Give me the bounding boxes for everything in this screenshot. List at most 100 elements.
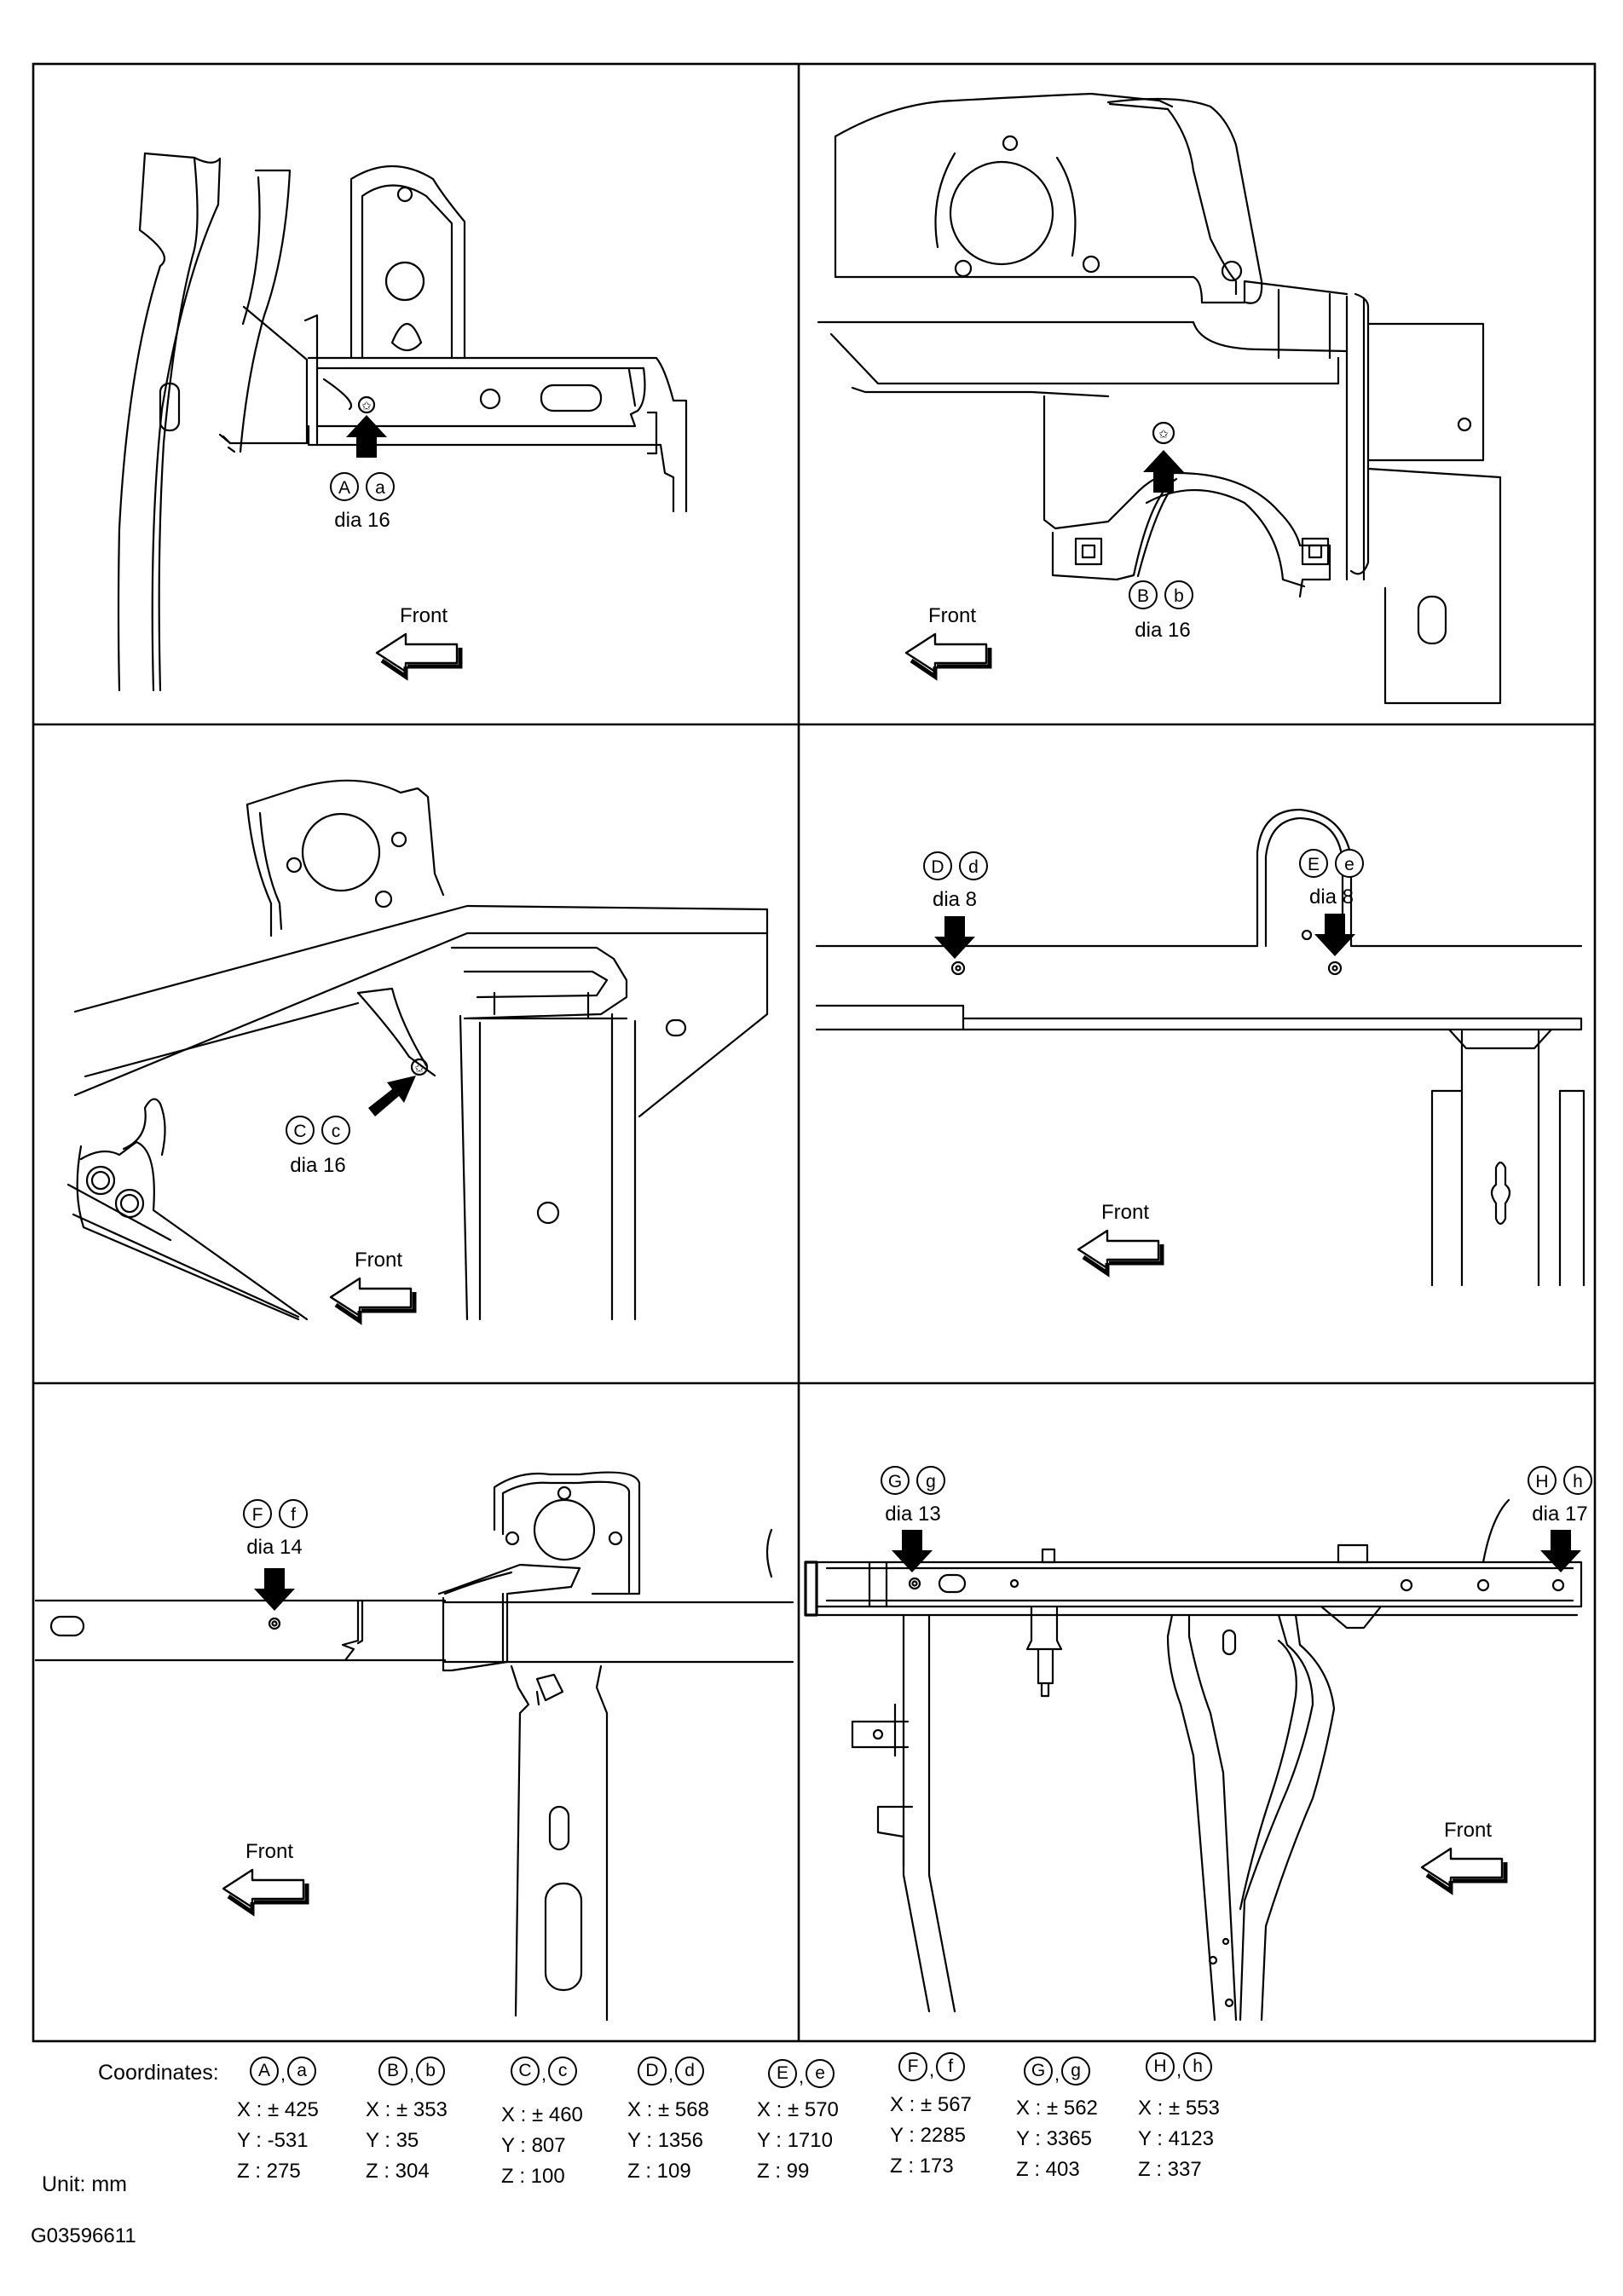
front-arrow-icon bbox=[906, 634, 990, 677]
coord-f-z: Z : 173 bbox=[890, 2155, 954, 2178]
front-arrow-icon bbox=[1422, 1849, 1505, 1891]
coordinate-label-f: F,f bbox=[898, 2052, 967, 2081]
coordinate-label-e: E,e bbox=[768, 2059, 836, 2088]
location-arrow-b bbox=[1143, 450, 1184, 493]
panel-d-letter-upper: D bbox=[931, 857, 944, 877]
panel-a-diameter: dia 16 bbox=[334, 509, 390, 532]
panel-b-letter-lower: b bbox=[1174, 586, 1184, 606]
panel-d-label: D d dia 8 bbox=[923, 851, 988, 911]
front-arrow-icon bbox=[377, 634, 460, 677]
panel-b-drawing: ✩ bbox=[817, 92, 1502, 705]
coord-c-upper: C bbox=[511, 2057, 540, 2085]
panel-e-diameter: dia 8 bbox=[1309, 886, 1354, 909]
coord-d-upper: D bbox=[638, 2057, 667, 2085]
front-arrow-icon bbox=[1078, 1231, 1162, 1273]
coord-c-lower: c bbox=[548, 2057, 578, 2085]
panel-e-letter-lower: e bbox=[1344, 855, 1354, 874]
coord-e-z: Z : 99 bbox=[757, 2160, 810, 2183]
panel-c-label: C c dia 16 Front bbox=[286, 1116, 414, 1321]
unit-label: Unit: mm bbox=[42, 2172, 127, 2196]
panel-g-h-drawing bbox=[804, 1498, 1583, 2022]
figure-id: G03596611 bbox=[31, 2224, 136, 2247]
panel-d-letter-lower: d bbox=[968, 857, 979, 877]
coordinate-label-d: D,d bbox=[638, 2057, 706, 2085]
panel-g-letter-upper: G bbox=[888, 1472, 902, 1491]
location-arrow-f bbox=[254, 1568, 295, 1611]
panel-f-drawing bbox=[34, 1471, 794, 2022]
coord-b-y: Y : 35 bbox=[366, 2129, 419, 2152]
coord-d-z: Z : 109 bbox=[627, 2160, 691, 2183]
panel-b-letter-upper: B bbox=[1137, 586, 1149, 606]
panel-b-label: B b dia 16 Front bbox=[906, 580, 1193, 677]
coordinate-label-h: H,h bbox=[1146, 2052, 1214, 2081]
coord-f-y: Y : 2285 bbox=[890, 2124, 966, 2147]
coord-a-lower: a bbox=[287, 2057, 317, 2085]
coord-h-z: Z : 337 bbox=[1138, 2158, 1202, 2181]
coord-h-y: Y : 4123 bbox=[1138, 2127, 1214, 2150]
coord-c-z: Z : 100 bbox=[501, 2165, 565, 2188]
panel-c-letter-upper: C bbox=[293, 1122, 306, 1141]
panel-c-drawing: ✩ bbox=[66, 779, 769, 1321]
panel-f-label: F f dia 14 Front bbox=[223, 1499, 307, 1912]
coordinate-values-d: X : ± 568 Y : 1356 Z : 109 bbox=[627, 2095, 709, 2187]
coordinates-title: Coordinates: bbox=[98, 2061, 219, 2085]
coord-h-lower: h bbox=[1183, 2052, 1213, 2081]
coord-e-x: X : ± 570 bbox=[757, 2098, 839, 2121]
svg-text:✩: ✩ bbox=[414, 1061, 425, 1075]
coord-c-x: X : ± 460 bbox=[501, 2103, 583, 2126]
coord-d-x: X : ± 568 bbox=[627, 2098, 709, 2121]
panel-e-label: E e dia 8 Front bbox=[1078, 849, 1364, 1273]
coord-d-lower: d bbox=[675, 2057, 705, 2085]
panel-h-diameter: dia 17 bbox=[1532, 1503, 1587, 1526]
coordinate-values-c: X : ± 460 Y : 807 Z : 100 bbox=[501, 2100, 583, 2192]
coord-d-y: Y : 1356 bbox=[627, 2129, 703, 2152]
coord-b-lower: b bbox=[416, 2057, 446, 2085]
panel-f-letter-upper: F bbox=[252, 1505, 263, 1525]
coordinate-values-g: X : ± 562 Y : 3365 Z : 403 bbox=[1016, 2093, 1098, 2185]
coordinate-label-g: G,g bbox=[1024, 2057, 1092, 2085]
coord-g-upper: G bbox=[1024, 2057, 1053, 2085]
panel-g-h-front-label: Front bbox=[1444, 1819, 1492, 1842]
panel-c-diameter: dia 16 bbox=[290, 1154, 345, 1177]
coord-b-upper: B bbox=[378, 2057, 407, 2085]
coordinate-values-e: X : ± 570 Y : 1710 Z : 99 bbox=[757, 2095, 839, 2187]
panel-a-label: A a dia 16 Front bbox=[330, 472, 460, 677]
svg-text:✩: ✩ bbox=[1158, 427, 1169, 441]
location-arrow-d bbox=[934, 916, 975, 959]
panel-h-letter-upper: H bbox=[1535, 1472, 1548, 1491]
location-arrow-g bbox=[892, 1530, 933, 1572]
coord-e-upper: E bbox=[768, 2059, 797, 2088]
panel-c-front-label: Front bbox=[355, 1249, 402, 1272]
location-arrow-e bbox=[1314, 914, 1355, 956]
coord-g-y: Y : 3365 bbox=[1016, 2127, 1092, 2150]
coord-f-lower: f bbox=[936, 2052, 966, 2081]
coord-a-upper: A bbox=[250, 2057, 279, 2085]
location-arrow-c bbox=[368, 1076, 416, 1116]
panel-h-label: H h dia 17 Front bbox=[1422, 1466, 1592, 1891]
panel-a-letter-lower: a bbox=[375, 478, 385, 498]
svg-text:✩: ✩ bbox=[361, 399, 372, 412]
panel-f-diameter: dia 14 bbox=[246, 1536, 302, 1559]
panel-d-e-drawing bbox=[815, 808, 1585, 1287]
panel-e-letter-upper: E bbox=[1308, 855, 1320, 874]
panel-frame bbox=[32, 62, 1597, 2043]
panel-c-letter-lower: c bbox=[332, 1122, 341, 1141]
coord-b-x: X : ± 353 bbox=[366, 2098, 448, 2121]
coord-g-z: Z : 403 bbox=[1016, 2158, 1080, 2181]
coord-f-x: X : ± 567 bbox=[890, 2093, 972, 2116]
coordinate-values-h: X : ± 553 Y : 4123 Z : 337 bbox=[1138, 2093, 1220, 2185]
coord-h-x: X : ± 553 bbox=[1138, 2097, 1220, 2120]
coord-c-y: Y : 807 bbox=[501, 2134, 566, 2157]
panel-a-drawing: ✩ bbox=[117, 152, 688, 692]
front-arrow-icon bbox=[331, 1278, 414, 1321]
panel-b-diameter: dia 16 bbox=[1135, 619, 1190, 642]
coord-e-lower: e bbox=[806, 2059, 835, 2088]
location-arrow-h bbox=[1540, 1530, 1581, 1572]
coordinate-label-c: C,c bbox=[511, 2057, 579, 2085]
coord-a-y: Y : -531 bbox=[237, 2129, 309, 2152]
front-arrow-icon bbox=[223, 1870, 307, 1912]
panel-f-front-label: Front bbox=[245, 1840, 293, 1863]
panel-b-front-label: Front bbox=[928, 604, 976, 627]
panel-h-letter-lower: h bbox=[1573, 1472, 1583, 1491]
panel-d-diameter: dia 8 bbox=[933, 888, 977, 911]
